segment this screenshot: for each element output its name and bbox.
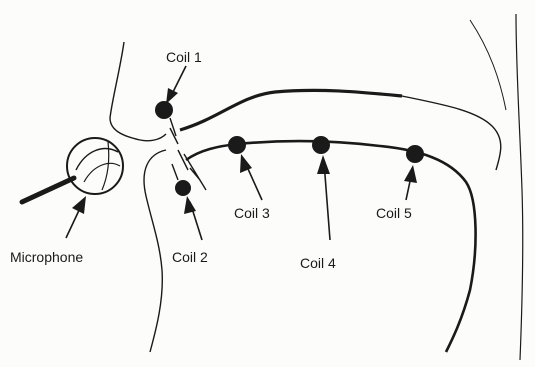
- microphone-label: Microphone: [10, 249, 83, 265]
- coil-1-label: Coil 1: [166, 49, 202, 65]
- coil-3-marker: [228, 136, 246, 154]
- coil-2-marker: [175, 180, 191, 196]
- coil-3-arrowhead: [240, 154, 252, 173]
- coil-4-label: Coil 4: [300, 255, 336, 271]
- lower-face-outline: [144, 150, 166, 352]
- coil-5-label: Coil 5: [376, 205, 412, 221]
- palate-line: [180, 90, 402, 130]
- coil-1-marker: [155, 101, 173, 119]
- coil-5-marker: [406, 145, 424, 163]
- coil-4-arrowhead: [317, 155, 330, 174]
- coil-3-label: Coil 3: [234, 205, 270, 221]
- microphone-arrowhead: [72, 196, 86, 214]
- upper-face-outline: [110, 42, 166, 141]
- right-inner-line: [470, 20, 506, 110]
- coil-4-marker: [312, 136, 330, 154]
- microphone-icon: [22, 138, 123, 202]
- coil-2-arrowhead: [184, 196, 196, 214]
- coil-5-arrowhead: [404, 165, 417, 183]
- coil-2-label: Coil 2: [172, 249, 208, 265]
- tongue-line: [186, 141, 476, 352]
- right-edge-line: [516, 14, 523, 360]
- coil-2-wire: [172, 164, 178, 180]
- coil-1-arrowhead: [166, 88, 178, 104]
